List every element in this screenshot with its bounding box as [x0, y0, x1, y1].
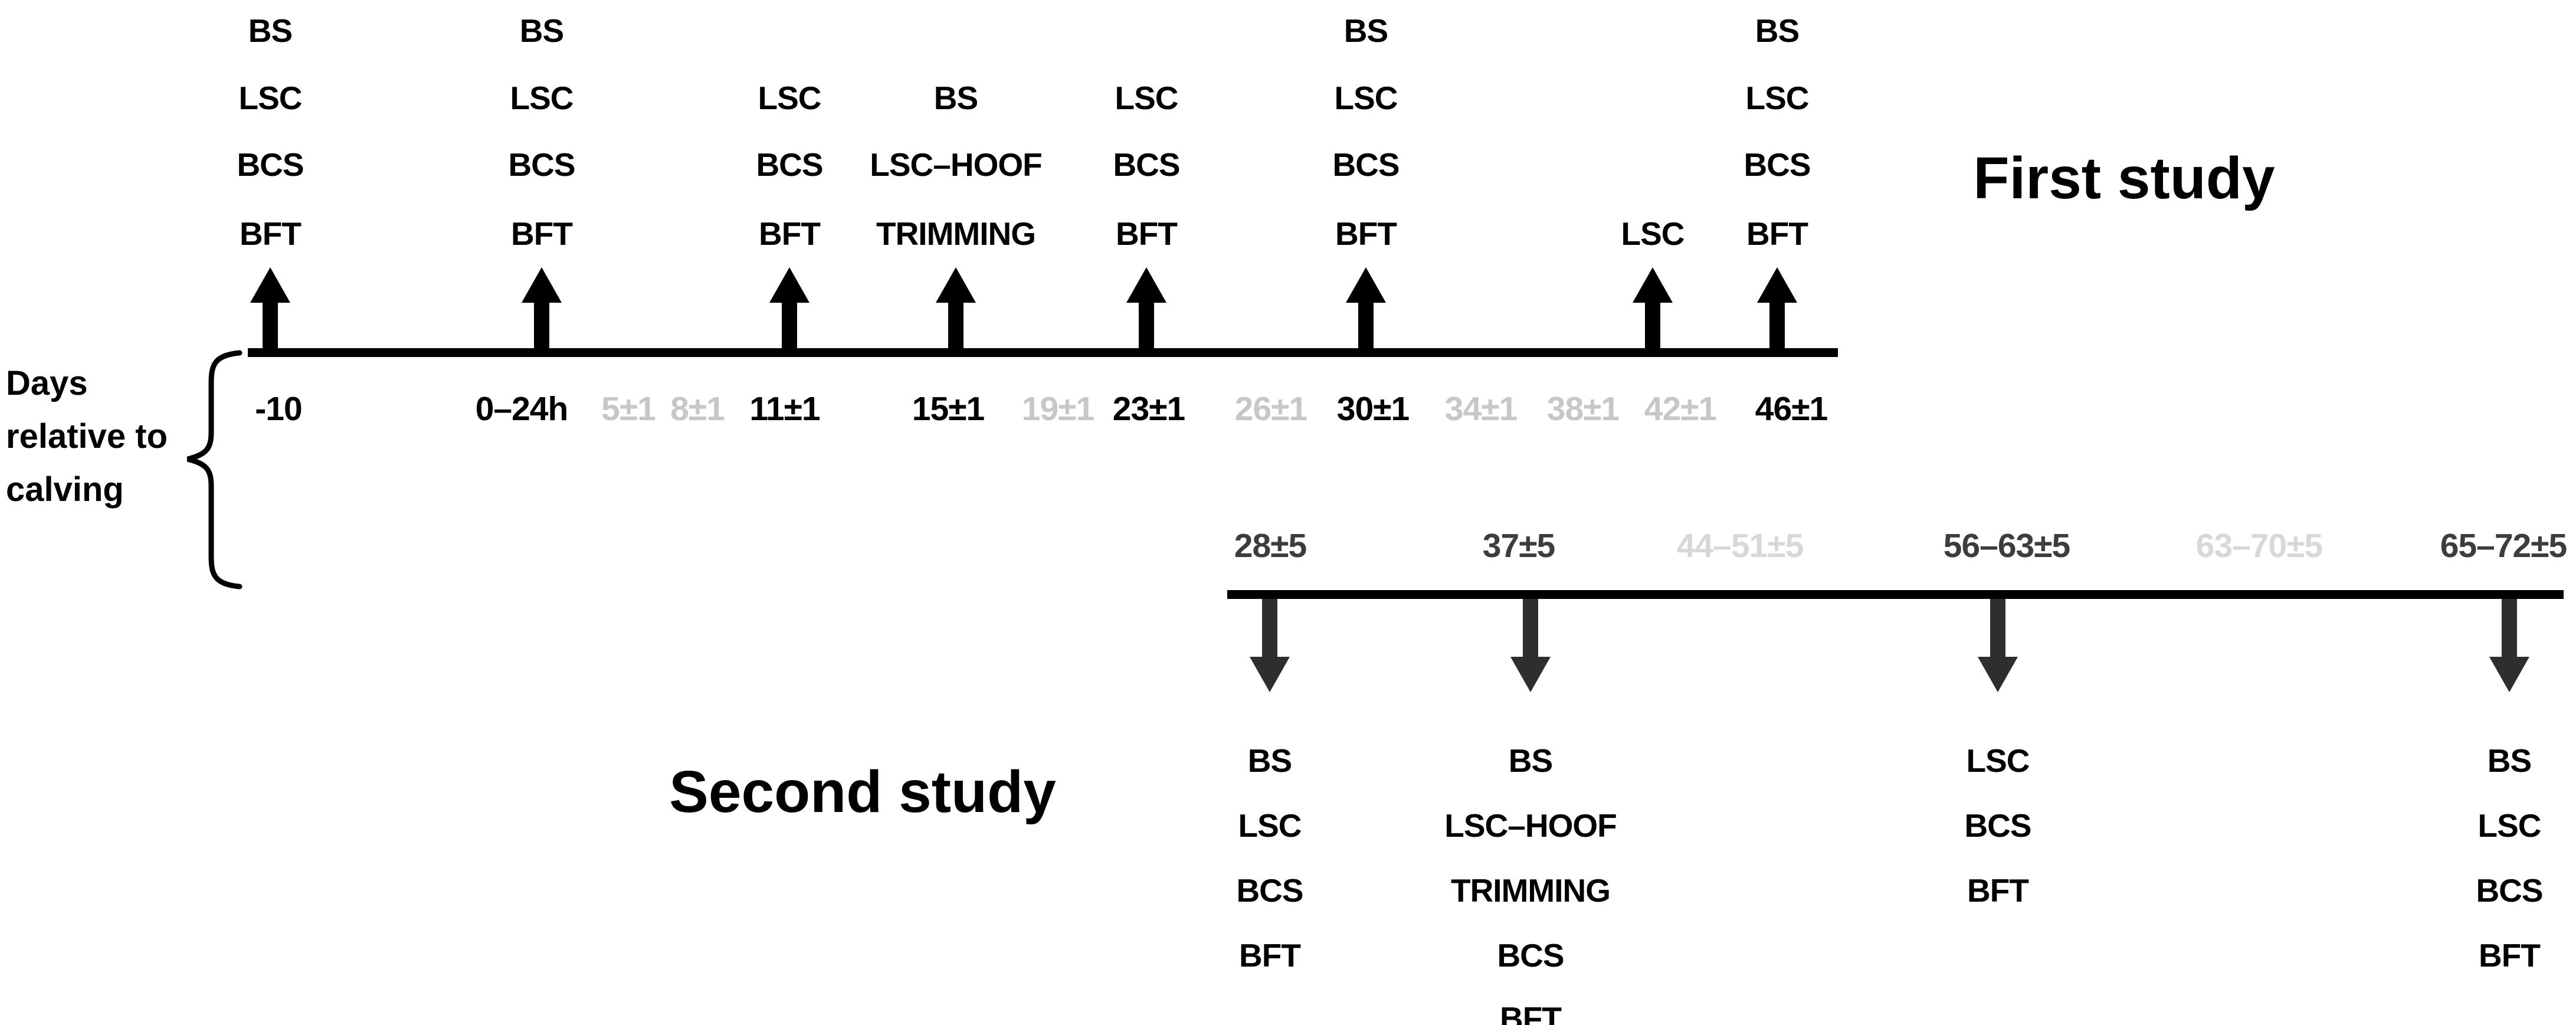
measurement-label: BCS — [1332, 146, 1400, 183]
up-arrow-icon — [1757, 267, 1797, 303]
measurement-label: LSC — [758, 80, 822, 116]
days-relative-to-calving-label: Days relative to calving — [6, 357, 168, 516]
measurement-label: BCS — [1743, 146, 1811, 183]
first-study-line — [248, 348, 1838, 357]
first-study-title: First study — [1973, 145, 2275, 211]
up-arrow-icon — [1633, 267, 1673, 303]
up-arrow-icon — [522, 267, 562, 303]
first-study-arrow-stem — [534, 303, 549, 352]
measurement-label: TRIMMING — [876, 215, 1036, 252]
measurement-label: LSC — [238, 80, 303, 116]
measurement-label: LSC — [1621, 215, 1685, 252]
up-arrow-icon — [769, 267, 809, 303]
up-arrow-icon — [1346, 267, 1386, 303]
measurement-label: BFT — [1239, 937, 1301, 974]
measurement-label: BS — [1343, 12, 1388, 49]
measurement-label: LSC — [1238, 807, 1302, 844]
measurement-label: BCS — [237, 146, 304, 183]
first-study-arrow-stem — [948, 303, 963, 352]
first-study-day-label: 26±1 — [1234, 390, 1307, 428]
measurement-label: BFT — [1500, 1000, 1562, 1025]
measurement-label: BFT — [511, 215, 573, 252]
measurement-label: BS — [1508, 742, 1553, 779]
measurement-label: TRIMMING — [1450, 872, 1611, 909]
measurement-label: BFT — [1335, 215, 1397, 252]
first-study-day-label: 19±1 — [1021, 390, 1094, 428]
measurement-label: BFT — [2479, 937, 2541, 974]
second-study-title: Second study — [669, 759, 1056, 825]
first-study-day-label: 0–24h — [475, 390, 569, 428]
measurement-label: BCS — [1113, 146, 1180, 183]
second-study-day-label: 37±5 — [1482, 527, 1555, 565]
second-study-day-label: 63–70±5 — [2195, 527, 2323, 565]
measurement-label: BFT — [240, 215, 301, 252]
first-study-arrow-stem — [1358, 303, 1374, 352]
measurement-label: LSC — [510, 80, 574, 116]
measurement-label: BCS — [756, 146, 823, 183]
first-study-day-label: 15±1 — [912, 390, 985, 428]
first-study-arrow-stem — [1769, 303, 1785, 352]
axis-label-line-2: relative to — [6, 417, 168, 456]
left-curly-brace-icon — [186, 350, 242, 590]
up-arrow-icon — [250, 267, 290, 303]
measurement-label: BS — [1247, 742, 1292, 779]
measurement-label: BFT — [1967, 872, 2029, 909]
second-study-arrow-stem — [1262, 599, 1277, 658]
second-study-arrow-stem — [1990, 599, 2005, 658]
measurement-label: BCS — [1236, 872, 1303, 909]
first-study-arrow-stem — [263, 303, 278, 352]
second-study-day-label: 56–63±5 — [1943, 527, 2071, 565]
first-study-day-label: 34±1 — [1444, 390, 1518, 428]
first-study-day-label: -10 — [255, 390, 302, 428]
down-arrow-icon — [1250, 657, 1290, 692]
axis-label-line-3: calving — [6, 470, 124, 509]
measurement-label: BS — [248, 12, 293, 49]
first-study-arrow-stem — [782, 303, 797, 352]
measurement-label: BS — [519, 12, 564, 49]
second-study-line — [1227, 590, 2564, 599]
measurement-label: BS — [2487, 742, 2532, 779]
first-study-day-label: 11±1 — [749, 390, 820, 428]
measurement-label: LSC–HOOF — [1444, 807, 1617, 844]
second-study-day-label: 28±5 — [1234, 527, 1307, 565]
second-study-arrow-stem — [2502, 599, 2517, 658]
measurement-label: LSC — [1115, 80, 1179, 116]
measurement-label: LSC–HOOF — [870, 146, 1042, 183]
first-study-day-label: 23±1 — [1112, 390, 1185, 428]
down-arrow-icon — [2489, 657, 2529, 692]
measurement-label: LSC — [2477, 807, 2542, 844]
second-study-arrow-stem — [1523, 599, 1538, 658]
first-study-day-label: 42±1 — [1644, 390, 1717, 428]
measurement-label: LSC — [1334, 80, 1398, 116]
first-study-day-label: 46±1 — [1755, 390, 1828, 428]
measurement-label: BFT — [1746, 215, 1808, 252]
up-arrow-icon — [936, 267, 976, 303]
second-study-day-label: 65–72±5 — [2440, 527, 2568, 565]
measurement-label: LSC — [1745, 80, 1810, 116]
measurement-label: BCS — [1497, 937, 1564, 974]
measurement-label: BS — [1755, 12, 1800, 49]
down-arrow-icon — [1510, 657, 1551, 692]
first-study-day-label: 5±1 — [601, 390, 656, 428]
axis-label-line-1: Days — [6, 364, 88, 402]
up-arrow-icon — [1126, 267, 1166, 303]
measurement-label: BS — [933, 80, 978, 116]
measurement-label: BCS — [508, 146, 575, 183]
first-study-day-label: 38±1 — [1546, 390, 1620, 428]
down-arrow-icon — [1978, 657, 2018, 692]
measurement-label: BFT — [759, 215, 821, 252]
measurement-label: LSC — [1966, 742, 2030, 779]
measurement-label: BCS — [2476, 872, 2543, 909]
first-study-day-label: 30±1 — [1336, 390, 1410, 428]
measurement-label: BFT — [1116, 215, 1178, 252]
first-study-arrow-stem — [1139, 303, 1154, 352]
measurement-label: BCS — [1964, 807, 2031, 844]
first-study-day-label: 8±1 — [670, 390, 725, 428]
second-study-day-label: 44–51±5 — [1676, 527, 1804, 565]
first-study-arrow-stem — [1645, 303, 1660, 352]
